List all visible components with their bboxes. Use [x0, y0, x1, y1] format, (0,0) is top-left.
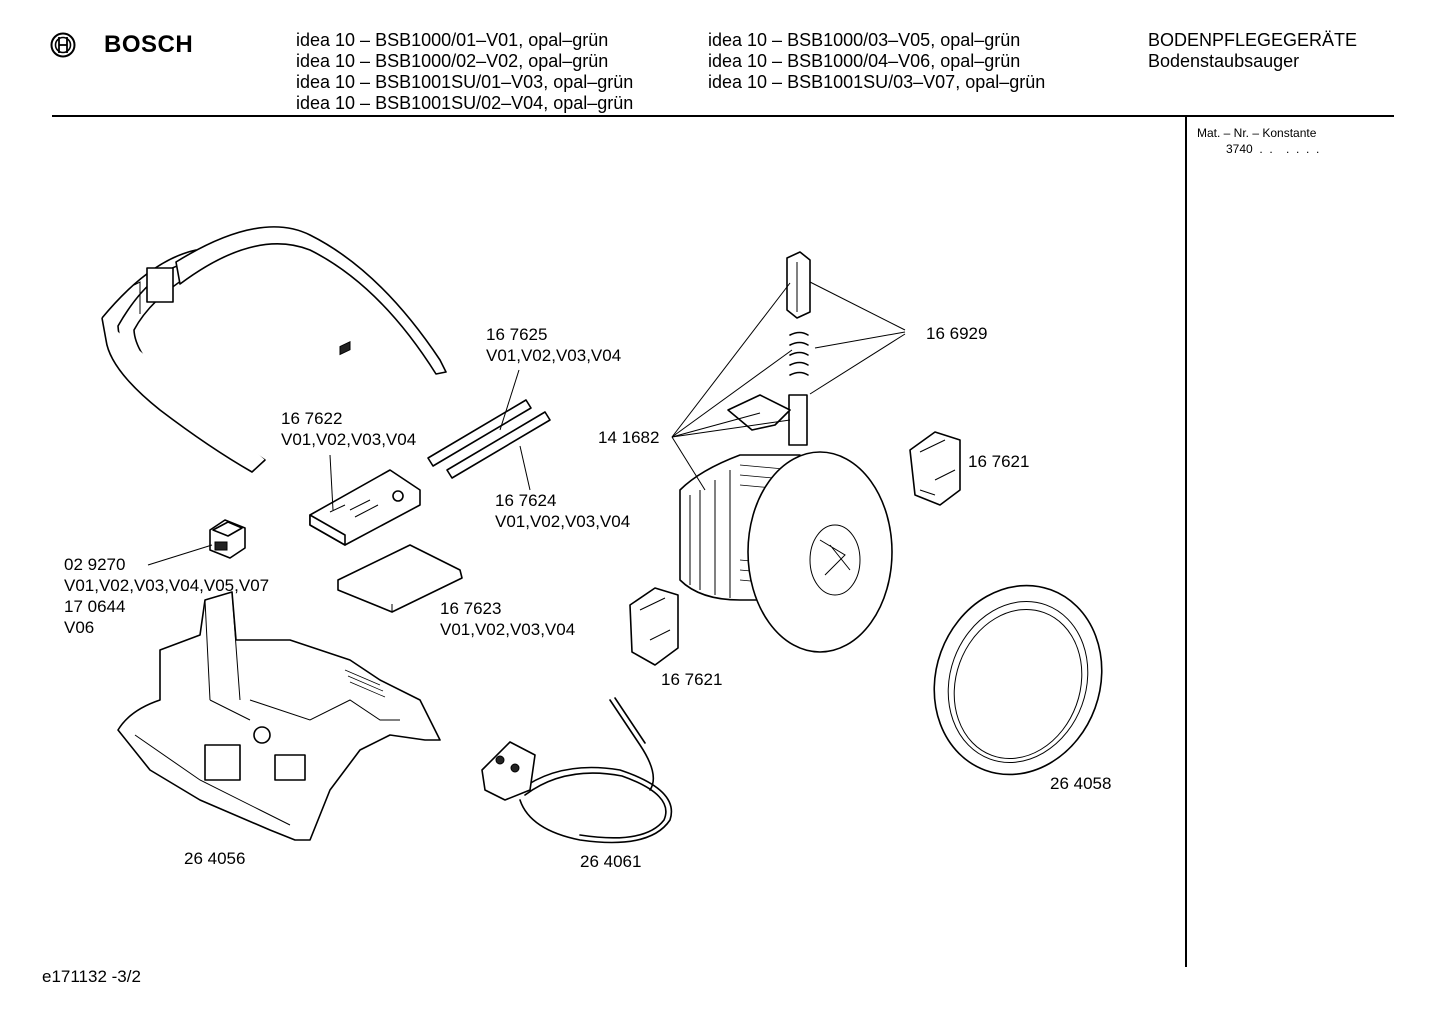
power-cord-part — [481, 697, 673, 844]
motor-part — [679, 451, 893, 653]
model-line: idea 10 – BSB1000/02–V02, opal–grün — [296, 51, 609, 71]
model-list-col2: idea 10 – BSB1000/03–V05, opal–grün idea… — [708, 30, 1045, 93]
part-number: 26 4056 — [184, 849, 246, 868]
category-subtitle: Bodenstaubsauger — [1148, 51, 1300, 71]
brand-name: BOSCH — [104, 31, 194, 58]
part-label-141682: 14 1682 — [598, 427, 659, 448]
category-block: BODENPFLEGEGERÄTE Bodenstaubsauger — [1148, 30, 1357, 72]
part-label-264061: 26 4061 — [580, 851, 641, 872]
model-line: idea 10 – BSB1000/01–V01, opal–grün — [296, 30, 609, 50]
part-number: 16 7622 — [281, 409, 343, 428]
motor-holder-left-part — [629, 587, 679, 666]
part-number: 17 0644 — [64, 597, 126, 616]
leader-lines — [147, 281, 906, 566]
category-title: BODENPFLEGEGERÄTE — [1148, 30, 1358, 50]
part-label-167621-left: 16 7621 — [661, 669, 722, 690]
part-label-264058: 26 4058 — [1050, 773, 1111, 794]
circuit-board-part — [309, 341, 421, 546]
part-label-264056: 26 4056 — [184, 848, 245, 869]
part-variants: V01,V02,V03,V04 — [495, 512, 631, 531]
document-id: e171132 -3/2 — [42, 967, 141, 986]
part-label-167622: 16 7622 V01,V02,V03,V04 — [281, 408, 416, 450]
handle-part — [101, 226, 447, 473]
part-number: 26 4061 — [580, 852, 642, 871]
bosch-logo-icon — [50, 32, 76, 58]
part-label-166929: 16 6929 — [926, 323, 987, 344]
part-label-167621-right: 16 7621 — [968, 451, 1029, 472]
part-number: 16 7624 — [495, 491, 557, 510]
part-number: 16 7621 — [661, 670, 723, 689]
part-variants: V06 — [64, 618, 95, 637]
part-number: 14 1682 — [598, 428, 660, 447]
mat-nr-value: 3740 . . . . . . — [1226, 142, 1320, 156]
base-housing-part — [117, 591, 441, 841]
part-variants: V01,V02,V03,V04 — [440, 620, 576, 639]
model-line: idea 10 – BSB1001SU/01–V03, opal–grün — [296, 72, 634, 92]
part-number: 16 7625 — [486, 325, 548, 344]
part-label-167624: 16 7624 V01,V02,V03,V04 — [495, 490, 630, 532]
part-number: 02 9270 — [64, 555, 126, 574]
rod-parts — [427, 399, 551, 479]
model-line: idea 10 – BSB1000/03–V05, opal–grün — [708, 30, 1021, 50]
part-number: 16 7621 — [968, 452, 1030, 471]
part-number: 16 7623 — [440, 599, 502, 618]
seal-ring-part — [933, 584, 1103, 776]
cover-plate-part — [337, 544, 463, 613]
part-number: 16 6929 — [926, 324, 988, 343]
mat-nr-label: Mat. – Nr. – Konstante — [1197, 126, 1317, 140]
part-label-029270: 02 9270 V01,V02,V03,V04,V05,V07 17 0644 … — [64, 554, 269, 638]
model-list-col1: idea 10 – BSB1000/01–V01, opal–grün idea… — [296, 30, 633, 114]
part-variants: V01,V02,V03,V04 — [281, 430, 417, 449]
part-label-167623: 16 7623 V01,V02,V03,V04 — [440, 598, 575, 640]
switch-button-part — [209, 519, 246, 559]
model-line: idea 10 – BSB1001SU/02–V04, opal–grün — [296, 93, 634, 113]
side-panel-divider — [1185, 117, 1187, 967]
part-variants: V01,V02,V03,V04,V05,V07 — [64, 576, 270, 595]
header-divider — [52, 115, 1394, 117]
carbon-brush-parts — [727, 251, 811, 446]
part-number: 26 4058 — [1050, 774, 1112, 793]
model-line: idea 10 – BSB1001SU/03–V07, opal–grün — [708, 72, 1046, 92]
part-label-167625: 16 7625 V01,V02,V03,V04 — [486, 324, 621, 366]
part-variants: V01,V02,V03,V04 — [486, 346, 622, 365]
model-line: idea 10 – BSB1000/04–V06, opal–grün — [708, 51, 1021, 71]
motor-holder-right-part — [909, 431, 961, 506]
